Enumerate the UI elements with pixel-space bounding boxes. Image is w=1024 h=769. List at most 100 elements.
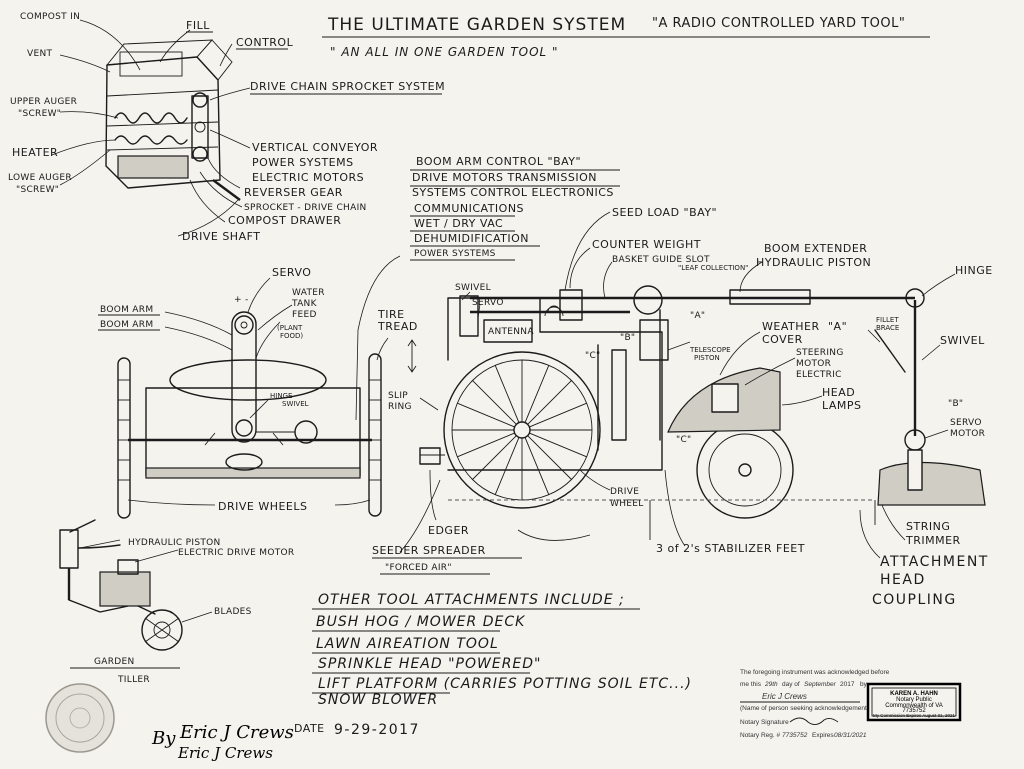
label-swivel: SWIVEL [455,283,491,293]
stamp-name: KAREN A. HAHN [890,691,938,697]
drive-wheel-right [368,353,382,517]
wheel-spoke [529,432,587,458]
label-steering: STEERING [796,348,844,358]
notary-line2-b: day of [782,681,800,688]
label-tread: TREAD [377,320,418,333]
stamp-expiry: My Commission Expires August 31, 2021 [873,713,956,718]
signature-name: Eric J Crews [179,722,294,743]
vertical-conveyor [191,95,209,159]
notary-line3: (Name of person seeking acknowledgement) [740,705,869,712]
label-lower-auger-screw: "SCREW" [16,185,59,195]
label-water: WATER [292,288,325,298]
signature-date: 9-29-2017 [334,722,420,738]
fillet-brace [874,329,906,373]
attachment-item: BUSH HOG / MOWER DECK [316,614,526,630]
upper-auger-screw [114,112,188,124]
notary-line5-a: Notary Reg. # [740,732,780,739]
signature-block: By Eric J Crews Eric J Crews DATE 9-29-2… [151,722,420,762]
label-food: FOOD) [280,332,303,340]
label-upper-auger-screw: "SCREW" [18,109,61,119]
attachment-item: LIFT PLATFORM (CARRIES POTTING SOIL ETC.… [318,676,692,692]
notary-line4: Notary Signature [740,719,789,726]
tiller-blades [141,609,183,651]
front-wheel [696,421,794,519]
sprocket-icon [192,92,208,108]
label-power-systems: POWER SYSTEMS [252,156,354,169]
wheel-spoke [494,365,520,423]
bay-item: BOOM ARM CONTROL "BAY" [416,155,581,168]
label-antenna: ANTENNA [488,327,534,337]
notary-day: 29th [764,681,778,688]
label-lamps: LAMPS [822,399,862,412]
label-motor: MOTOR [796,359,831,369]
bay-item: POWER SYSTEMS [414,249,496,259]
label-control: CONTROL [236,36,294,49]
sprocket-icon [192,146,208,162]
label-drive-wheels: DRIVE WHEELS [218,500,308,513]
label-attachment-head: HEAD [880,572,926,588]
label-hinge: HINGE [955,264,993,277]
label-string: STRING [906,520,950,533]
wheel-spoke [472,380,517,425]
telescope-piston [611,349,627,441]
attachment-item: SPRINKLE HEAD "POWERED" [318,656,542,672]
wheel-spokes [452,360,592,500]
string-trimmer-head [877,461,986,506]
title-main: THE ULTIMATE GARDEN SYSTEM [327,15,626,35]
label-compost-in: COMPOST IN [20,12,80,22]
title-tagline: " AN ALL IN ONE GARDEN TOOL " [330,45,559,59]
label-servo-motor: SERVO [950,418,982,428]
label-forced-air: "FORCED AIR" [385,563,452,573]
bay-item: DEHUMIDIFICATION [414,232,529,245]
notary-line2-a: me this [740,681,762,688]
notary-line5-b: Expires [812,732,834,739]
title-subtitle: "A RADIO CONTROLLED YARD TOOL" [652,16,905,31]
label-attachment: ATTACHMENT [880,554,989,570]
notary-stamp [866,682,962,722]
label-electric-motors: ELECTRIC MOTORS [252,171,364,184]
bay-item: SYSTEMS CONTROL ELECTRONICS [412,186,614,199]
notary-by: by [860,681,868,688]
wheel-spoke [457,432,515,458]
attachment-item: SNOW BLOWER [318,692,438,708]
label-vent: VENT [27,49,52,59]
drive-wheel-left [117,357,131,519]
label-tank: TANK [291,299,318,309]
label-tiller-blades: BLADES [214,607,252,617]
label-tire: TIRE [377,308,405,321]
tiller-hydraulic-piston [59,529,79,569]
label-boom-extender: BOOM EXTENDER [764,242,867,255]
label-tiller-hydraulic-piston: HYDRAULIC PISTON [128,538,221,548]
label-piston: PISTON [694,354,720,362]
boom-head [225,453,263,471]
big-drive-wheel [443,351,601,509]
tiller-drawing: HYDRAULIC PISTON ELECTRIC DRIVE MOTOR BL… [59,519,294,685]
label-trimmer: TRIMMER [905,534,961,547]
bay-item: DRIVE MOTORS TRANSMISSION [412,171,597,184]
wheel-spoke [529,402,587,428]
side-view-drawing: SEED LOAD "BAY" COUNTER WEIGHT BASKET GU… [372,206,993,608]
label-upper-auger: UPPER AUGER [10,97,77,107]
label-tiller-electric-drive-motor: ELECTRIC DRIVE MOTOR [178,548,294,558]
label-mark-a2: "A" [690,311,705,321]
label-brace: BRACE [876,324,899,332]
label-compost-drawer: COMPOST DRAWER [228,214,341,227]
label-motor-2: MOTOR [950,429,985,439]
label-cover: COVER [762,333,803,346]
wheel-spoke [524,365,550,423]
label-ring: RING [388,402,412,412]
notary-line1: The foregoing instrument was acknowledge… [740,669,890,676]
stamp-title: Notary Public [896,697,932,703]
label-servo: SERVO [272,266,311,279]
label-tiller: TILLER [117,675,150,685]
bay-list: BOOM ARM CONTROL "BAY" DRIVE MOTORS TRAN… [355,155,620,421]
tiller-motor [99,571,151,607]
wheel-spoke [494,437,520,495]
notary-reg-no: 7735752 [782,732,808,739]
label-plant: (PLANT [277,324,303,332]
notary-block: The foregoing instrument was acknowledge… [740,669,962,739]
label-hydraulic-piston: HYDRAULIC PISTON [756,256,871,269]
label-edger: EDGER [428,524,469,537]
label-garden: GARDEN [94,657,135,667]
